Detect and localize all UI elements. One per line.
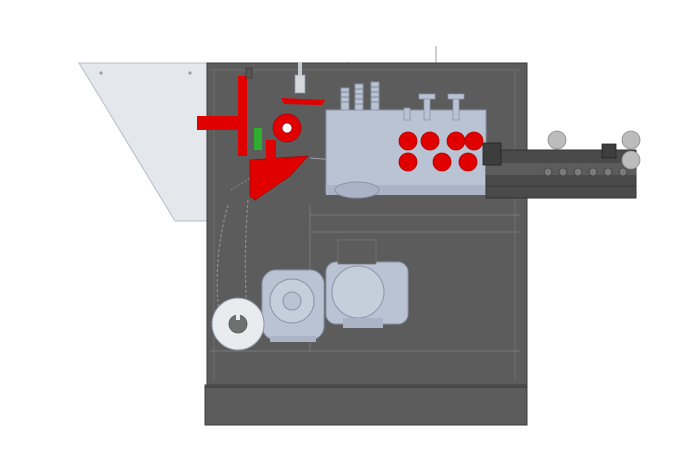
gearbox-icon [325,239,409,328]
top-sensor-bracket [294,62,306,94]
green-sensor-icon [254,128,262,150]
motor-icon [261,269,325,342]
red-roller-icon [398,131,484,172]
red-lever-icon [197,67,337,201]
pulley-icon [211,297,265,351]
hopper-plate-icon [78,62,208,222]
straightener-block-icon [325,81,487,199]
feed-arm-icon [482,130,641,199]
